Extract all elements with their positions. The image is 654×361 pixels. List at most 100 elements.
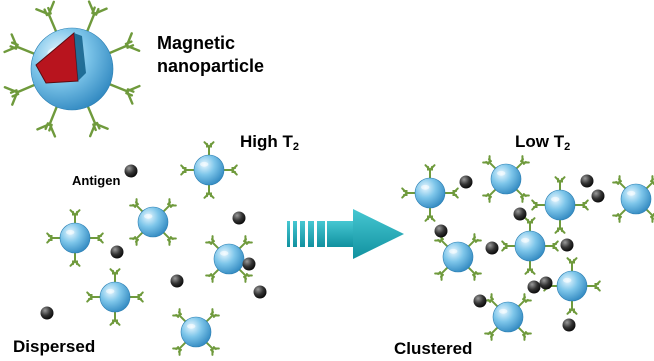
- antibody-y-icon: [644, 175, 654, 191]
- antibody-y-icon: [85, 0, 108, 34]
- high-t2-label: High T2: [240, 133, 299, 153]
- antibody-y-icon: [443, 187, 459, 199]
- antibody-y-icon: [3, 83, 37, 106]
- clustered-label: Clustered: [394, 339, 473, 358]
- antibody-y-icon: [35, 0, 58, 34]
- antigen-sphere-icon: [242, 257, 256, 271]
- antibody-y-icon: [514, 187, 530, 203]
- nanoparticle-icon: [531, 176, 589, 234]
- antibody-y-icon: [107, 82, 141, 105]
- nanoparticle-icon: [172, 308, 220, 356]
- antigen-sphere-icon: [170, 274, 184, 288]
- antibody-y-icon: [237, 235, 253, 251]
- antibody-y-icon: [109, 310, 121, 326]
- antibody-y-icon: [69, 209, 81, 225]
- antibody-y-icon: [466, 265, 482, 281]
- nanoparticle-icon: [484, 293, 532, 341]
- antibody-y-icon: [3, 33, 37, 56]
- nanoparticle-icon: [129, 198, 177, 246]
- nanoparticle-group: [46, 141, 654, 356]
- antibody-y-icon: [644, 207, 654, 223]
- nanoparticle-icon: [401, 164, 459, 222]
- antibody-y-icon: [612, 175, 628, 191]
- antibody-y-icon: [573, 199, 589, 211]
- antibody-y-icon: [401, 187, 417, 199]
- antibody-y-icon: [501, 240, 517, 252]
- antigen-sphere-icon: [560, 238, 574, 252]
- antibody-y-icon: [107, 32, 141, 55]
- antibody-y-icon: [484, 325, 500, 341]
- low-t2-prefix: Low T: [515, 132, 565, 151]
- antibody-y-icon: [482, 187, 498, 203]
- antigen-label: Antigen: [72, 173, 121, 188]
- antigen-group: [40, 164, 605, 332]
- antibody-y-icon: [204, 308, 220, 324]
- title-line-1: Magnetic: [157, 33, 236, 53]
- low-t2-label: Low T2: [515, 133, 570, 153]
- nanoparticle-icon: [434, 233, 482, 281]
- antibody-y-icon: [172, 308, 188, 324]
- antigen-sphere-icon: [580, 174, 594, 188]
- antigen-sphere-icon: [124, 164, 138, 178]
- antibody-y-icon: [554, 218, 566, 234]
- antibody-y-icon: [516, 293, 532, 309]
- antibody-y-icon: [424, 206, 436, 222]
- antigen-sphere-icon: [459, 175, 473, 189]
- dispersed-label: Dispersed: [13, 337, 96, 356]
- nanoparticle-icon: [46, 209, 104, 267]
- nanoparticle-icon: [180, 141, 238, 199]
- antigen-sphere-icon: [539, 276, 553, 290]
- antigen-sphere-icon: [527, 280, 541, 294]
- antibody-y-icon: [482, 155, 498, 171]
- antibody-y-icon: [524, 259, 536, 275]
- antibody-y-icon: [86, 291, 102, 303]
- antibody-y-icon: [222, 164, 238, 176]
- antibody-y-icon: [466, 233, 482, 249]
- antibody-y-icon: [161, 198, 177, 214]
- antibody-y-icon: [36, 104, 59, 138]
- nanoparticle-icon: [205, 235, 253, 283]
- nanoparticle-icon: [86, 268, 144, 326]
- antibody-y-icon: [566, 257, 578, 273]
- nanoparticle-icon: [612, 175, 654, 223]
- magnetic-nanoparticle-icon: [3, 0, 141, 138]
- antibody-y-icon: [205, 235, 221, 251]
- antibody-y-icon: [180, 164, 196, 176]
- antigen-sphere-icon: [562, 318, 576, 332]
- antibody-y-icon: [566, 299, 578, 315]
- antibody-y-icon: [129, 230, 145, 246]
- antibody-y-icon: [46, 232, 62, 244]
- right-arrow-icon: [287, 209, 404, 259]
- antibody-y-icon: [516, 325, 532, 341]
- nanoparticle-icon: [543, 257, 601, 315]
- antibody-y-icon: [128, 291, 144, 303]
- antibody-y-icon: [531, 199, 547, 211]
- antibody-y-icon: [86, 104, 109, 138]
- antibody-y-icon: [484, 293, 500, 309]
- antigen-sphere-icon: [434, 224, 448, 238]
- nanoparticle-icon: [482, 155, 530, 203]
- antigen-sphere-icon: [253, 285, 267, 299]
- antigen-sphere-icon: [473, 294, 487, 308]
- antigen-sphere-icon: [40, 306, 54, 320]
- nanoparticle-icon: [501, 217, 559, 275]
- antibody-y-icon: [204, 340, 220, 356]
- antibody-y-icon: [203, 141, 215, 157]
- antibody-y-icon: [129, 198, 145, 214]
- antibody-y-icon: [205, 267, 221, 283]
- antibody-y-icon: [612, 207, 628, 223]
- antibody-y-icon: [585, 280, 601, 292]
- antibody-y-icon: [203, 183, 215, 199]
- antigen-sphere-icon: [591, 189, 605, 203]
- antibody-y-icon: [424, 164, 436, 180]
- high-t2-prefix: High T: [240, 132, 293, 151]
- antibody-y-icon: [543, 240, 559, 252]
- antigen-sphere-icon: [110, 245, 124, 259]
- antibody-y-icon: [172, 340, 188, 356]
- antibody-y-icon: [88, 232, 104, 244]
- high-t2-subscript: 2: [292, 141, 300, 153]
- title-line-2: nanoparticle: [157, 56, 265, 76]
- antibody-y-icon: [237, 267, 253, 283]
- antibody-y-icon: [161, 230, 177, 246]
